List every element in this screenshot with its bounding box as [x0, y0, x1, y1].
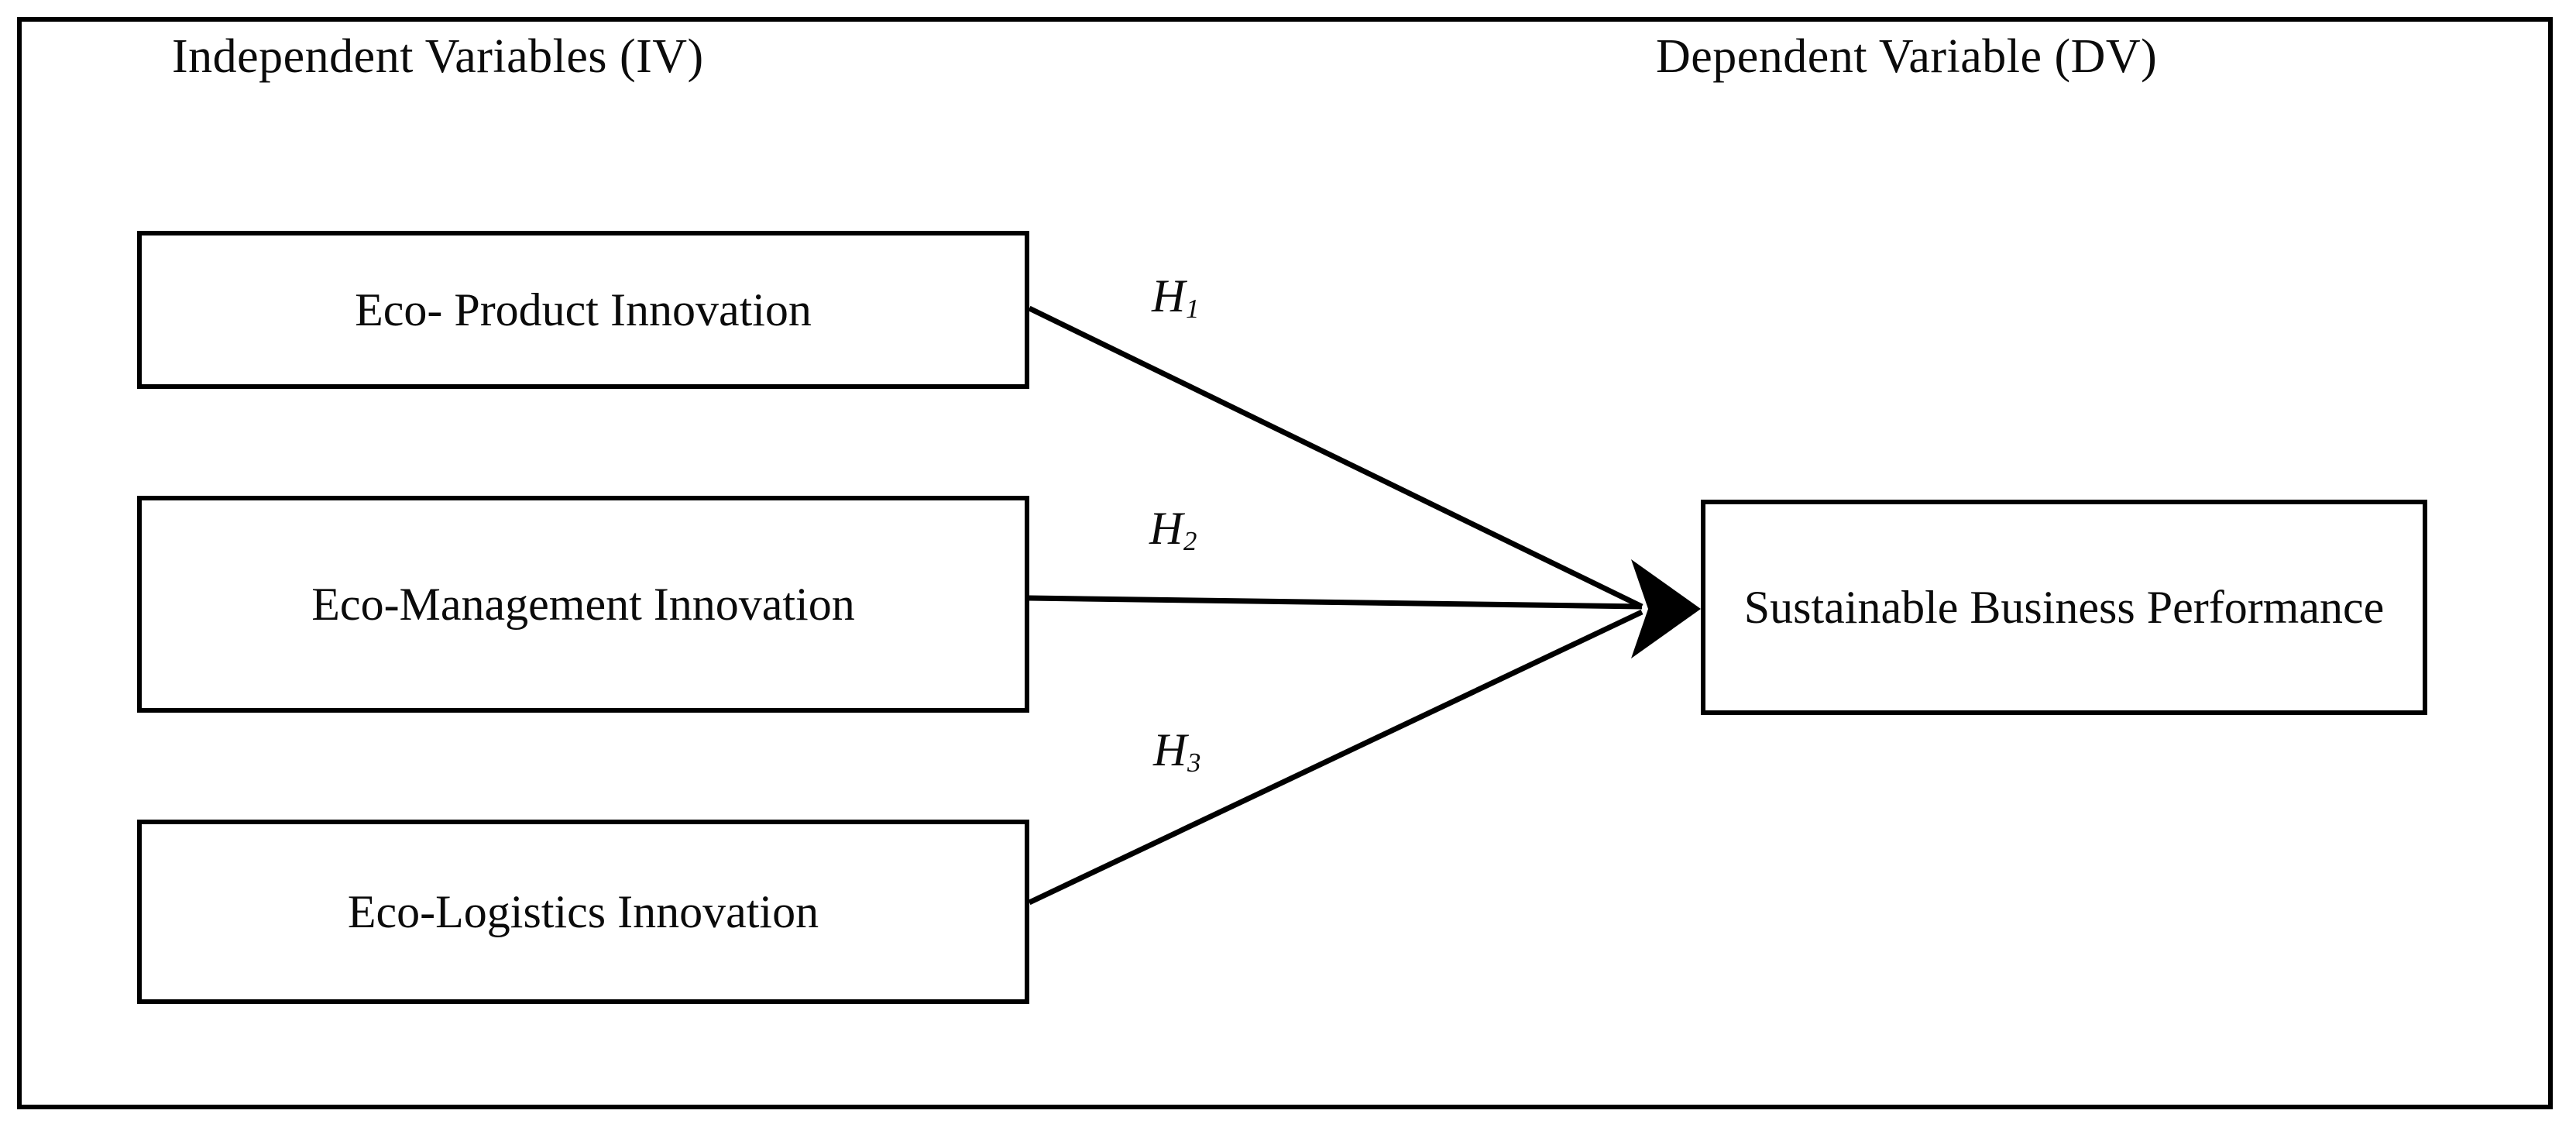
box-eco-logistics-innovation-label: Eco-Logistics Innovation: [347, 885, 819, 937]
box-eco-management-innovation-label: Eco-Management Innovation: [311, 578, 855, 630]
box-eco-product-innovation[interactable]: Eco- Product Innovation: [137, 231, 1029, 389]
box-eco-management-innovation[interactable]: Eco-Management Innovation: [137, 496, 1029, 713]
box-eco-product-innovation-label: Eco- Product Innovation: [355, 284, 812, 335]
hypothesis-label-h1: H1: [1152, 270, 1199, 322]
box-eco-logistics-innovation[interactable]: Eco-Logistics Innovation: [137, 820, 1029, 1004]
heading-dependent-variable: Dependent Variable (DV): [1656, 30, 2158, 83]
hypothesis-label-h3: H3: [1153, 724, 1200, 776]
hypothesis-index-h2: 2: [1183, 525, 1197, 556]
heading-independent-variables: Independent Variables (IV): [172, 30, 704, 83]
box-sustainable-business-performance[interactable]: Sustainable Business Performance: [1701, 500, 2427, 715]
hypothesis-label-h2: H2: [1149, 503, 1197, 555]
hypothesis-index-h3: 3: [1187, 747, 1201, 778]
hypothesis-letter-h3: H: [1153, 724, 1187, 775]
hypothesis-letter-h1: H: [1152, 270, 1186, 321]
hypothesis-index-h1: 1: [1186, 293, 1200, 324]
box-sustainable-business-performance-label: Sustainable Business Performance: [1743, 581, 2385, 633]
hypothesis-letter-h2: H: [1149, 503, 1183, 554]
